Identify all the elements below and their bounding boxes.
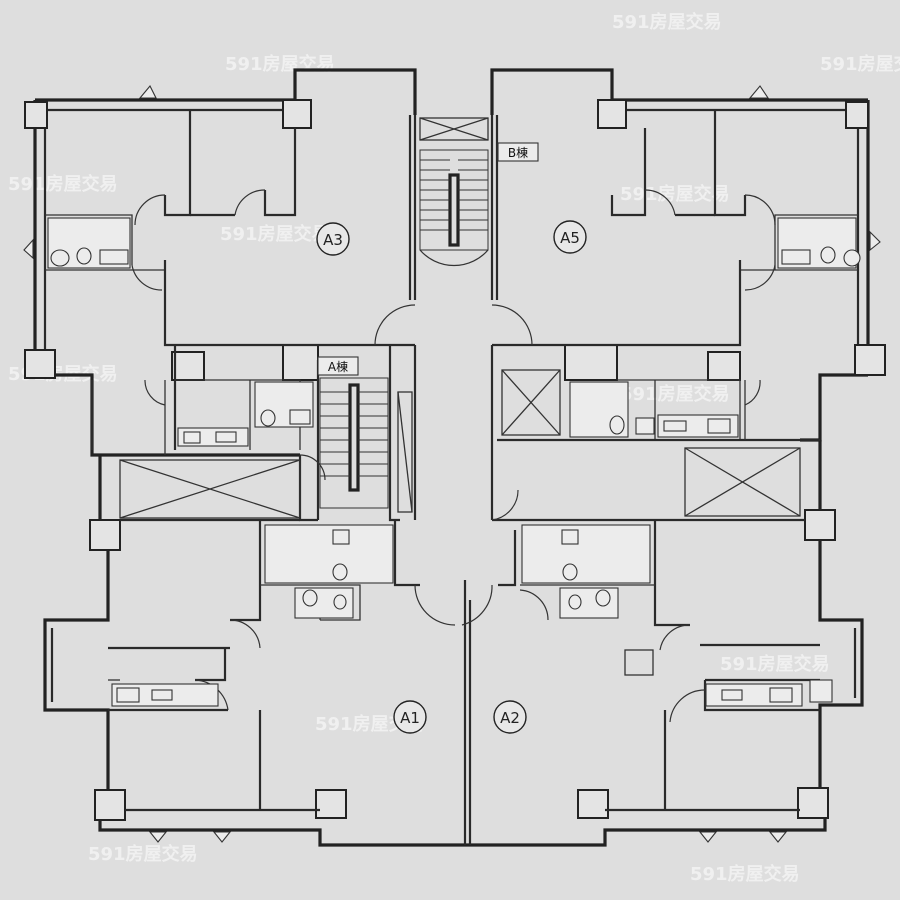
columns [24, 99, 886, 821]
core-walls [298, 115, 494, 522]
watermark-text: 591房屋交易 [220, 223, 330, 245]
unit-label-text: A1 [400, 709, 420, 727]
watermark-text: 591房屋交易 [612, 11, 722, 33]
watermark-text: 591房屋交易 [820, 53, 900, 75]
window-markers [23, 85, 881, 843]
walls-unit-a1 [108, 518, 420, 812]
outer-walls [33, 68, 870, 847]
wing-label-text: B棟 [508, 145, 528, 160]
watermark-text: 591房屋交易 [720, 653, 830, 675]
kitchen-counters [111, 414, 833, 707]
unit-label-a3: A3 [316, 222, 350, 256]
walls-unit-a2 [492, 518, 820, 812]
watermark-text: 591房屋交易 [88, 843, 198, 865]
unit-label-a1: A1 [393, 700, 427, 734]
shafts [119, 117, 801, 519]
watermark-text: 591房屋交易 [620, 183, 730, 205]
wing-label-text: A棟 [328, 359, 348, 374]
watermark-text: 591房屋交易 [8, 173, 118, 195]
unit-label-text: A5 [560, 229, 580, 247]
watermark-text: 591房屋交易 [690, 863, 800, 885]
bath-fixtures [47, 217, 861, 619]
wing-label-b: B棟 [497, 142, 539, 162]
unit-label-a5: A5 [553, 220, 587, 254]
walls-unit-a5 [492, 110, 858, 442]
unit-label-text: A2 [500, 709, 520, 727]
stair-a [319, 377, 389, 509]
unit-label-a2: A2 [493, 700, 527, 734]
watermark-text: 591房屋交易 [620, 383, 730, 405]
wing-label-a: A棟 [317, 356, 359, 376]
stair-b [419, 149, 489, 251]
unit-label-text: A3 [323, 231, 343, 249]
watermark-text: 591房屋交易 [225, 53, 335, 75]
